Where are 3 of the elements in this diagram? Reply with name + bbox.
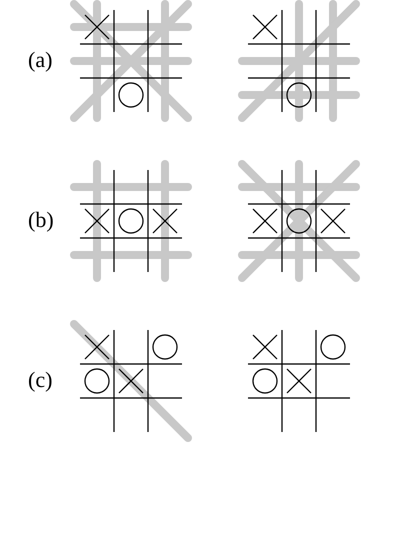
- panel-label: (a): [28, 49, 52, 71]
- panel-label: (c): [28, 369, 52, 391]
- panel-label: (b): [28, 209, 54, 231]
